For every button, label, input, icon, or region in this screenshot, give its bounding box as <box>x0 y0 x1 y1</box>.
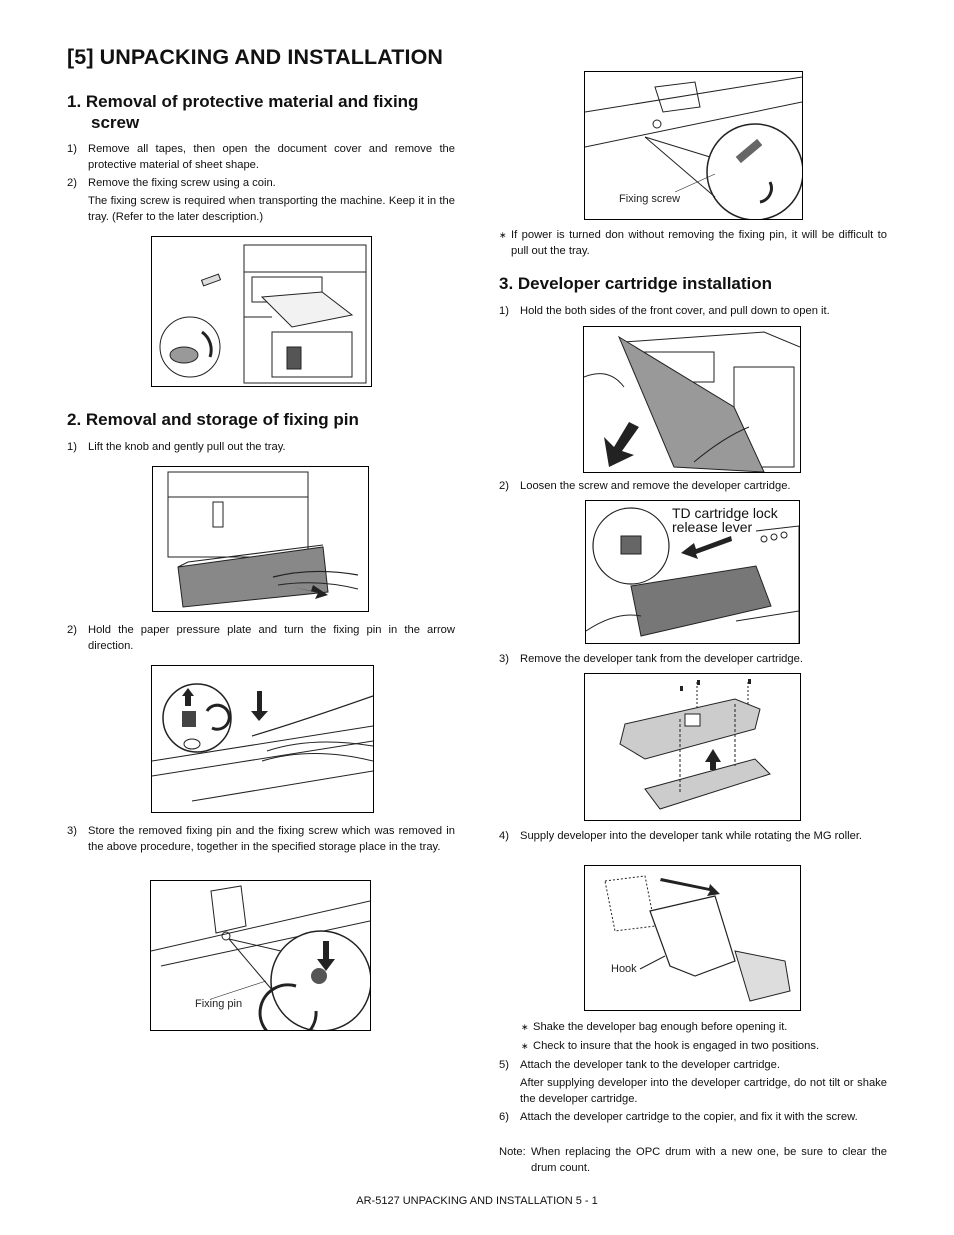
fixing-screw-storage-illustration <box>585 76 802 219</box>
fixing-pin-storage-illustration <box>151 885 370 1030</box>
figure-open-front-cover <box>583 326 801 473</box>
figure-remove-developer-tank <box>584 673 801 821</box>
developer-tank-illustration <box>619 679 771 810</box>
copier-screw-illustration <box>159 244 367 384</box>
figure-fixing-screw-removal <box>151 236 372 387</box>
developer-supply-illustration <box>604 875 791 1002</box>
figure-label-fixing-pin: Fixing pin <box>195 998 243 1010</box>
figure-fixing-screw-storage <box>584 71 803 220</box>
figure-label-lock-lever: TD cartridge lock release lever <box>672 506 778 534</box>
section-1-heading-line2: screw <box>91 113 140 132</box>
figure-pull-out-tray <box>152 466 369 612</box>
figure-store-fixing-pin <box>150 880 371 1031</box>
final-note-text: When replacing the OPC drum with a new o… <box>531 1146 887 1174</box>
figure-supply-developer <box>584 865 801 1011</box>
page-footer: AR-5127 UNPACKING AND INSTALLATION 5 - 1 <box>356 1195 598 1207</box>
fixing-pin-turn-illustration <box>152 683 373 802</box>
section-3-heading: 3. Developer cartridge installation <box>499 274 773 293</box>
section-1-heading-line1: 1. Removal of protective material and fi… <box>67 92 419 111</box>
figure-turn-fixing-pin <box>151 665 374 813</box>
developer-cartridge-removal-illustration <box>586 507 799 643</box>
figure-remove-developer-cartridge <box>585 500 800 644</box>
figure-label-fixing-screw: Fixing screw <box>619 193 681 205</box>
figure-label-lock-lever-line2: release lever <box>672 519 753 535</box>
section-1-heading: 1. Removal of protective material and fi… <box>67 91 467 133</box>
figure-label-hook: Hook <box>611 963 637 975</box>
tray-pull-illustration <box>167 471 359 608</box>
section-2-heading: 2. Removal and storage of fixing pin <box>67 410 359 429</box>
page-title: [5] UNPACKING AND INSTALLATION <box>67 45 444 69</box>
front-cover-illustration <box>584 331 800 472</box>
figure-label-lock-lever-line1: TD cartridge lock <box>672 505 778 521</box>
final-note-label: Note: <box>499 1146 526 1158</box>
